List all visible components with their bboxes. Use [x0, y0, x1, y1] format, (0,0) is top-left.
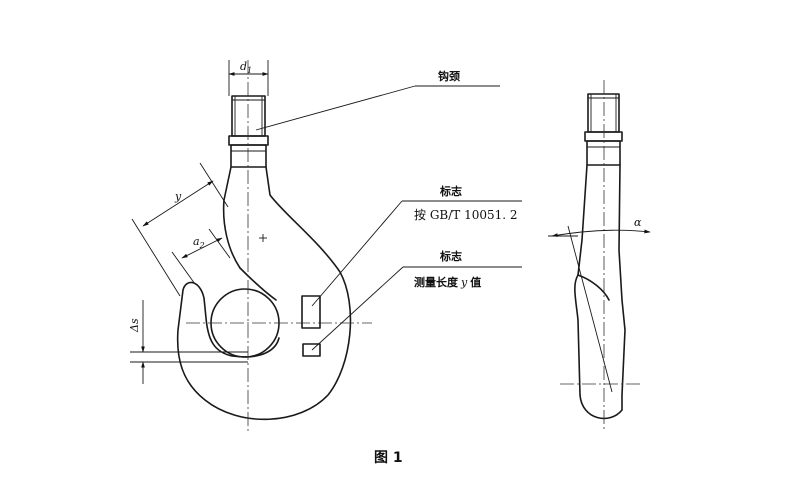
dimension-a2: a2: [171, 228, 231, 285]
dimension-delta-s: Δs: [128, 300, 248, 384]
side-neck-body: [586, 140, 621, 166]
dimension-y: y: [131, 162, 229, 297]
mark-rect-standard: [301, 295, 321, 329]
side-neck-collar: [584, 131, 623, 142]
neck-collar: [228, 135, 269, 146]
hook-body-outline: [176, 166, 352, 421]
neck-body: [230, 144, 267, 168]
label-mark-bottom: 标志: [439, 249, 462, 263]
label-hook-neck: 钩颈: [438, 69, 460, 83]
leader-hook-neck: 钩颈: [255, 69, 500, 131]
figure-caption: 图 1: [374, 450, 403, 466]
throat-inner: [239, 267, 277, 301]
label-mark-top: 标志: [439, 184, 462, 198]
side-body-outline: [574, 164, 626, 420]
label-y: y: [174, 190, 182, 203]
label-d1: d1: [240, 60, 252, 75]
label-alpha: α: [634, 216, 642, 229]
side-tilt-line: [567, 225, 613, 393]
side-view-hook: [560, 80, 640, 432]
dimension-d1: d1: [228, 60, 269, 96]
dimension-alpha: α: [548, 216, 651, 237]
front-view-hook: [176, 60, 372, 432]
label-a2: a2: [193, 235, 205, 250]
leader-mark-standard: 标志 按 GB/T 10051. 2: [311, 184, 522, 307]
label-delta-s: Δs: [128, 318, 141, 333]
side-shank-thread: [587, 93, 620, 133]
shank-thread: [231, 95, 266, 137]
mark-rect-y-value: [302, 343, 321, 357]
label-mark-top-standard: 按 GB/T 10051. 2: [414, 208, 518, 222]
